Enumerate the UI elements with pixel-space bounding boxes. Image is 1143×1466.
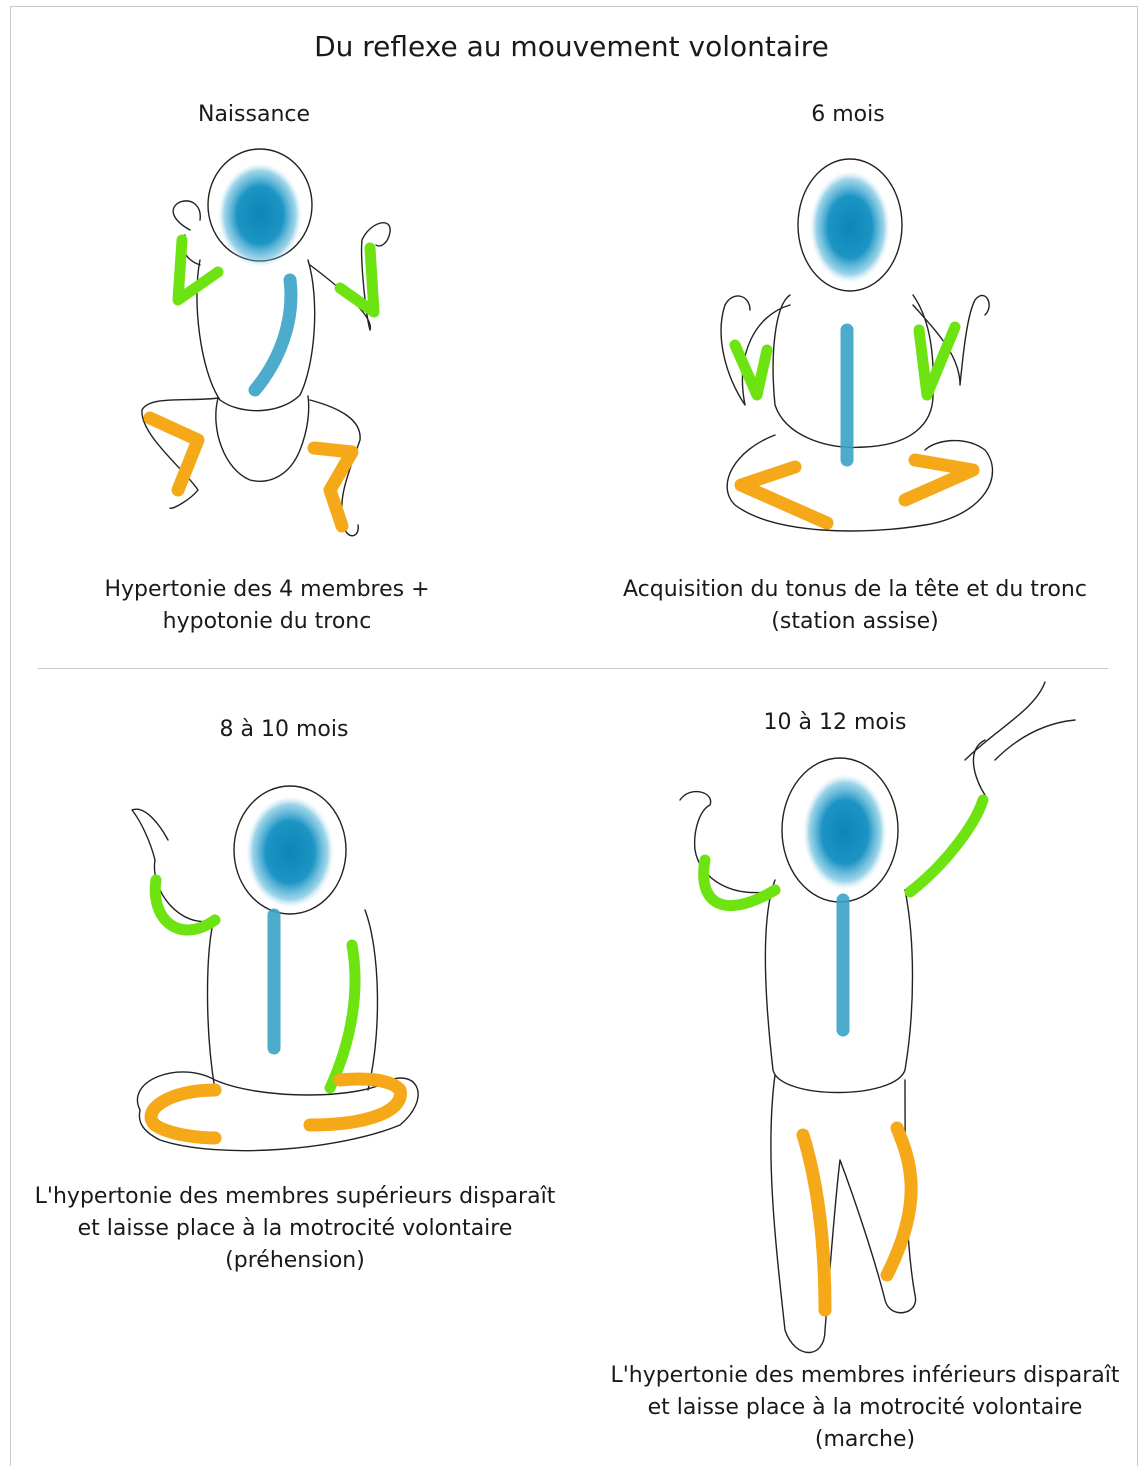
caption-line: et laisse place à la motrocité volontair… — [590, 1392, 1140, 1424]
right-arm-tone-marker — [919, 327, 955, 395]
left-arm-tone-marker — [155, 880, 215, 930]
left-arm-tone-marker — [704, 860, 775, 906]
head-tone-marker — [803, 774, 887, 890]
caption-line: Acquisition du tonus de la tête et du tr… — [585, 574, 1125, 606]
right-leg-tone-marker — [310, 1079, 400, 1125]
caption-line: et laisse place à la motrocité volontair… — [20, 1213, 570, 1245]
right-arm-tone-marker — [340, 248, 374, 312]
right-leg-tone-marker — [905, 460, 973, 500]
caption-10-12-mois: L'hypertonie des membres inférieurs disp… — [590, 1360, 1140, 1456]
right-leg-tone-marker — [887, 1128, 911, 1275]
caption-6-mois: Acquisition du tonus de la tête et du tr… — [585, 574, 1125, 638]
stage-label-8-10-mois: 8 à 10 mois — [84, 717, 484, 742]
head-tone-marker — [810, 171, 890, 283]
caption-naissance: Hypertonie des 4 membres + hypotonie du … — [62, 574, 472, 638]
caption-line: L'hypertonie des membres inférieurs disp… — [590, 1360, 1140, 1392]
baby-figure-6-mois — [705, 155, 1005, 555]
right-arm-tone-marker — [330, 945, 355, 1088]
right-arm-tone-marker — [910, 800, 983, 892]
caption-line: Hypertonie des 4 membres + — [62, 574, 472, 606]
caption-line: (station assise) — [585, 606, 1125, 638]
left-leg-tone-marker — [803, 1135, 825, 1310]
stage-label-6-mois: 6 mois — [648, 102, 1048, 127]
caption-line: hypotonie du tronc — [62, 606, 472, 638]
figure-title: Du reflexe au mouvement volontaire — [0, 30, 1143, 63]
left-leg-tone-marker — [150, 418, 198, 490]
caption-line: L'hypertonie des membres supérieurs disp… — [20, 1181, 570, 1213]
caption-line: (préhension) — [20, 1245, 570, 1277]
baby-outline — [680, 682, 1075, 1353]
section-divider — [38, 668, 1108, 669]
baby-figure-10-12-mois — [665, 680, 1075, 1360]
head-tone-marker — [218, 163, 302, 267]
left-leg-tone-marker — [151, 1090, 215, 1138]
trunk-tone-marker — [255, 280, 291, 390]
right-leg-tone-marker — [314, 448, 352, 526]
adult-hand-outline — [965, 682, 1075, 760]
stage-label-naissance: Naissance — [54, 102, 454, 127]
caption-line: (marche) — [590, 1424, 1140, 1456]
left-arm-tone-marker — [735, 345, 767, 395]
left-leg-tone-marker — [741, 467, 827, 523]
head-tone-marker — [246, 796, 334, 908]
caption-8-10-mois: L'hypertonie des membres supérieurs disp… — [20, 1181, 570, 1277]
baby-figure-8-10-mois — [120, 780, 430, 1180]
baby-figure-naissance — [130, 140, 410, 560]
